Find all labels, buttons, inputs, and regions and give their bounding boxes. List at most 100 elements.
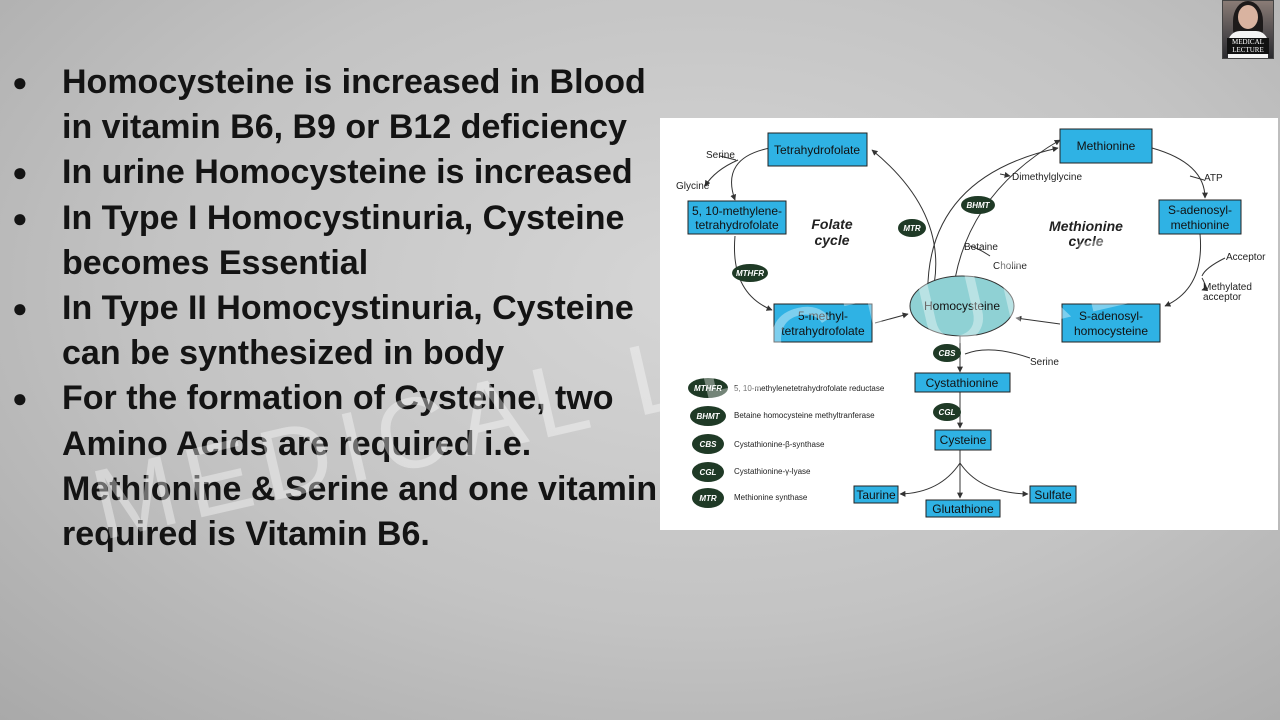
bullet-text: In urine Homocysteine is increased xyxy=(62,153,633,192)
bullet-item: ● In urine Homocysteine is increased xyxy=(0,150,670,195)
arrow-serine-in xyxy=(719,155,737,161)
bullet-text: For the formation of Cysteine, two Amino… xyxy=(62,379,658,554)
arrow-to-sulfate xyxy=(959,462,1029,497)
box-methyl-thf xyxy=(773,303,873,343)
enzyme-mtr-label: MTR xyxy=(903,224,921,233)
box-methyl-thf-label-2: tetrahydrofolate xyxy=(781,324,865,338)
logo-line-2: LECTURE xyxy=(1232,46,1264,54)
diagram-svg: Tetrahydrofolate 5, 10-methylene- tetrah… xyxy=(676,128,1266,518)
homocysteine-metabolism-diagram: Tetrahydrofolate 5, 10-methylene- tetrah… xyxy=(660,118,1278,530)
arrow-thf-to-methylene xyxy=(730,147,771,201)
methionine-cycle-title-2: cycle xyxy=(1068,233,1103,249)
bullet-item: ● Homocysteine is increased in Blood in v… xyxy=(0,60,670,150)
legend-cbs-abbr: CBS xyxy=(700,440,718,449)
legend: MTHFR 5, 10-methylenetetrahydrofolate re… xyxy=(688,378,885,508)
box-sam-label-1: S-adenosyl- xyxy=(1168,203,1232,217)
enzyme-cbs-badge xyxy=(933,344,961,362)
arrow-acceptor xyxy=(1201,257,1226,277)
box-sulfate-label: Sulfate xyxy=(1034,488,1072,502)
arrow-homocysteine-to-methionine xyxy=(927,146,1059,303)
legend-cbs-badge xyxy=(692,434,724,454)
enzyme-mthfr-label: MTHFR xyxy=(736,269,764,278)
bullet-dot: ● xyxy=(12,67,28,97)
arrow-methylated xyxy=(1201,277,1209,292)
bullet-dot: ● xyxy=(12,202,28,233)
avatar-face xyxy=(1238,5,1258,29)
enzyme-mthfr-badge xyxy=(732,264,768,282)
legend-mthfr-abbr: MTHFR xyxy=(694,384,722,393)
arrow-methyl-to-homocysteine xyxy=(874,312,909,324)
legend-mtr-badge xyxy=(692,488,724,508)
node-homocysteine xyxy=(909,275,1015,337)
box-sah xyxy=(1061,303,1161,343)
box-methyl-thf-label-1: 5-methyl- xyxy=(798,309,848,323)
arrow-methylene-to-methyl xyxy=(733,235,773,311)
legend-cgl-badge xyxy=(692,462,724,482)
box-methionine-label: Methionine xyxy=(1077,139,1136,153)
box-taurine-label: Taurine xyxy=(856,488,896,502)
box-glutathione-label: Glutathione xyxy=(932,502,994,516)
bullet-text: In Type II Homocystinuria, Cysteine can … xyxy=(62,289,634,373)
label-serine-top: Serine xyxy=(706,150,735,161)
enzyme-cgl-badge xyxy=(933,403,961,421)
folate-cycle-title-2: cycle xyxy=(814,232,849,248)
label-betaine: Betaine xyxy=(964,242,998,253)
box-cysteine xyxy=(934,429,992,451)
box-glutathione xyxy=(925,499,1001,518)
label-glycine: Glycine xyxy=(676,181,710,192)
enzyme-bhmt-badge xyxy=(961,196,995,214)
arrow-glycine xyxy=(704,159,739,187)
box-methionine xyxy=(1059,128,1153,164)
enzyme-bhmt-label: BHMT xyxy=(966,201,990,210)
box-methylene-thf-label-2: tetrahydrofolate xyxy=(695,218,779,232)
legend-cgl-abbr: CGL xyxy=(700,468,717,477)
box-taurine xyxy=(853,485,899,504)
bullet-item: ● For the formation of Cysteine, two Amin… xyxy=(0,376,670,557)
arrow-sah-to-homocysteine xyxy=(1015,315,1061,325)
bullet-dot: ● xyxy=(12,293,28,324)
arrow-betaine-choline xyxy=(969,245,991,257)
channel-logo-avatar: MEDICAL LECTURE xyxy=(1222,0,1274,59)
legend-bhmt-abbr: BHMT xyxy=(696,412,720,421)
arrow-sam-to-sah xyxy=(1164,233,1202,307)
label-dimethylglycine: Dimethylglycine xyxy=(1012,172,1082,183)
methionine-cycle-title-1: Methionine xyxy=(1049,218,1123,234)
bullet-text: Homocysteine is increased in Blood in vi… xyxy=(62,63,646,147)
box-tetrahydrofolate-label: Tetrahydrofolate xyxy=(774,143,860,157)
box-sam xyxy=(1158,199,1242,235)
enzyme-mtr-badge xyxy=(898,219,926,237)
label-choline: Choline xyxy=(993,261,1027,272)
bullet-item: ● In Type II Homocystinuria, Cysteine can… xyxy=(0,286,670,376)
box-sam-label-2: methionine xyxy=(1171,218,1230,232)
logo-badge: MEDICAL LECTURE xyxy=(1227,38,1269,54)
bullet-text: In Type I Homocystinuria, Cysteine becom… xyxy=(62,198,625,282)
arrow-serine-in-bottom xyxy=(964,349,1031,359)
legend-mthfr-name: 5, 10-methylenetetrahydrofolate reductas… xyxy=(734,384,885,393)
arrow-atp-in xyxy=(1189,175,1205,181)
box-tetrahydrofolate xyxy=(767,132,868,167)
box-methylene-thf-label-1: 5, 10-methylene- xyxy=(692,204,782,218)
box-cystathionine-label: Cystathionine xyxy=(926,376,999,390)
box-sulfate xyxy=(1029,485,1077,504)
label-methylated-2: acceptor xyxy=(1203,292,1242,303)
logo-line-1: MEDICAL xyxy=(1232,38,1264,46)
legend-bhmt-badge xyxy=(690,406,726,426)
box-cysteine-label: Cysteine xyxy=(940,433,987,447)
legend-mthfr-badge xyxy=(688,378,728,398)
box-sah-label-1: S-adenosyl- xyxy=(1079,309,1143,323)
label-methylated-1: Methylated xyxy=(1203,282,1252,293)
folate-cycle-title-1: Folate xyxy=(811,216,852,232)
legend-cgl-name: Cystathionine-γ-lyase xyxy=(734,467,811,476)
arrow-dimethylglycine xyxy=(999,171,1011,178)
node-homocysteine-label: Homocysteine xyxy=(924,299,1000,313)
label-atp: ATP xyxy=(1204,173,1223,184)
box-cystathionine xyxy=(914,372,1011,393)
arrow-methionine-to-sam xyxy=(1151,147,1208,199)
box-methylene-thf xyxy=(687,200,787,235)
arrow-to-taurine xyxy=(899,462,961,497)
bullet-dot: ● xyxy=(12,383,28,414)
label-serine-bottom: Serine xyxy=(1030,357,1059,368)
bullet-item: ● In Type I Homocystinuria, Cysteine beco… xyxy=(0,196,670,286)
bullet-dot: ● xyxy=(12,157,28,188)
legend-mtr-name: Methionine synthase xyxy=(734,493,808,502)
